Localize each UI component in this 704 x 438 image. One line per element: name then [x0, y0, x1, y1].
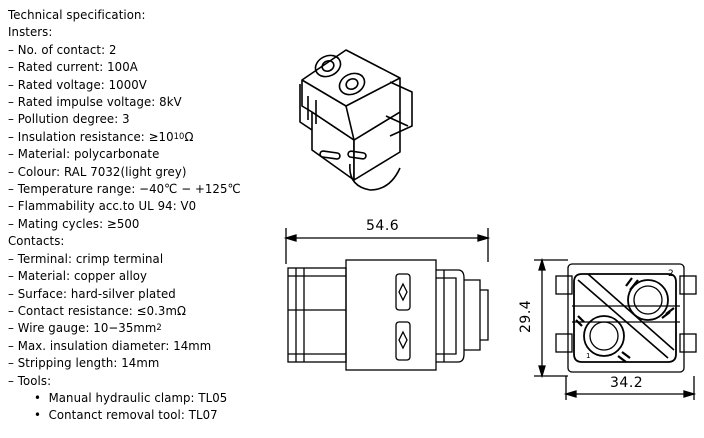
inserts-item-text: Rated impulse voltage: 8kV [17, 94, 182, 110]
inserts-item: Mating cycles: ≥500 [8, 215, 259, 232]
dimension-34-2: 34.2 [610, 375, 644, 391]
inserts-item-text: Rated current: 100A [17, 59, 138, 75]
contacts-list: Terminal: crimp terminalMaterial: copper… [8, 250, 259, 389]
contacts-item-text: Wire gauge: 10−35mm [17, 320, 157, 336]
tool-item: Contanct removal tool: TL07 [8, 406, 259, 423]
pin-label-2: 2 [668, 269, 674, 279]
contacts-item-text: Surface: hard-silver plated [17, 285, 176, 301]
contacts-item-text: Max. insulation diameter: 14mm [17, 337, 212, 353]
contacts-item-superscript: 2 [156, 323, 162, 334]
inserts-list: No. of contact: 2Rated current: 100ARate… [8, 41, 259, 232]
contacts-item-text: Stripping length: 14mm [17, 355, 160, 371]
contacts-item: Material: copper alloy [8, 267, 259, 284]
contacts-item: Wire gauge: 10−35mm2 [8, 319, 259, 336]
contacts-item: Terminal: crimp terminal [8, 250, 259, 267]
contacts-item: Stripping length: 14mm [8, 354, 259, 371]
inserts-item: Rated current: 100A [8, 58, 259, 75]
contacts-item-text: Material: copper alloy [17, 268, 148, 284]
inserts-item: Insulation resistance: ≥1010Ω [8, 128, 259, 145]
contacts-item-text: Terminal: crimp terminal [17, 250, 164, 266]
connector-isometric-drawing [299, 49, 413, 191]
contacts-item-text: Contact resistance: ≤0.3mΩ [17, 302, 187, 318]
pin-label-1: 1 [586, 352, 590, 360]
dimension-54-6: 54.6 [366, 218, 400, 234]
connector-side-view-drawing [283, 228, 491, 371]
inserts-item-text: Mating cycles: ≥500 [17, 215, 140, 231]
tools-list: Manual hydraulic clamp: TL05Contanct rem… [8, 389, 259, 424]
contacts-item: Tools: [8, 372, 259, 389]
inserts-item-text: No. of contact: 2 [17, 41, 117, 57]
tool-item: Manual hydraulic clamp: TL05 [8, 389, 259, 406]
dimension-29-4: 29.4 [518, 299, 534, 333]
inserts-item: Temperature range: −40℃ − +125℃ [8, 180, 259, 197]
inserts-item: Rated impulse voltage: 8kV [8, 93, 259, 110]
inserts-item: No. of contact: 2 [8, 41, 259, 58]
contacts-item: Max. insulation diameter: 14mm [8, 337, 259, 354]
inserts-item: Colour: RAL 7032(light grey) [8, 163, 259, 180]
inserts-item-text: Insulation resistance: ≥10 [17, 128, 174, 144]
inserts-item: Flammability acc.to UL 94: V0 [8, 197, 259, 214]
contacts-item: Surface: hard-silver plated [8, 285, 259, 302]
inserts-item: Pollution degree: 3 [8, 110, 259, 127]
inserts-heading: Insters: [8, 24, 53, 40]
inserts-item-text: Flammability acc.to UL 94: V0 [17, 198, 197, 214]
contacts-heading: Contacts: [8, 233, 65, 249]
inserts-item-text: Colour: RAL 7032(light grey) [17, 163, 187, 179]
contacts-item: Contact resistance: ≤0.3mΩ [8, 302, 259, 319]
contacts-item-text: Tools: [17, 372, 52, 388]
inserts-item-text: Rated voltage: 1000V [17, 76, 147, 92]
inserts-item-text: Pollution degree: 3 [17, 111, 130, 127]
inserts-item: Rated voltage: 1000V [8, 76, 259, 93]
specification-text: Technical specification: Insters: No. of… [8, 6, 259, 424]
spec-title: Technical specification: [8, 7, 146, 22]
connector-front-view-drawing: 2 1 [534, 257, 697, 400]
inserts-item-unit: Ω [184, 128, 194, 144]
inserts-item-superscript: 10 [173, 131, 185, 142]
inserts-item: Material: polycarbonate [8, 145, 259, 162]
inserts-item-text: Material: polycarbonate [17, 146, 160, 162]
inserts-item-text: Temperature range: −40℃ − +125℃ [17, 181, 241, 197]
